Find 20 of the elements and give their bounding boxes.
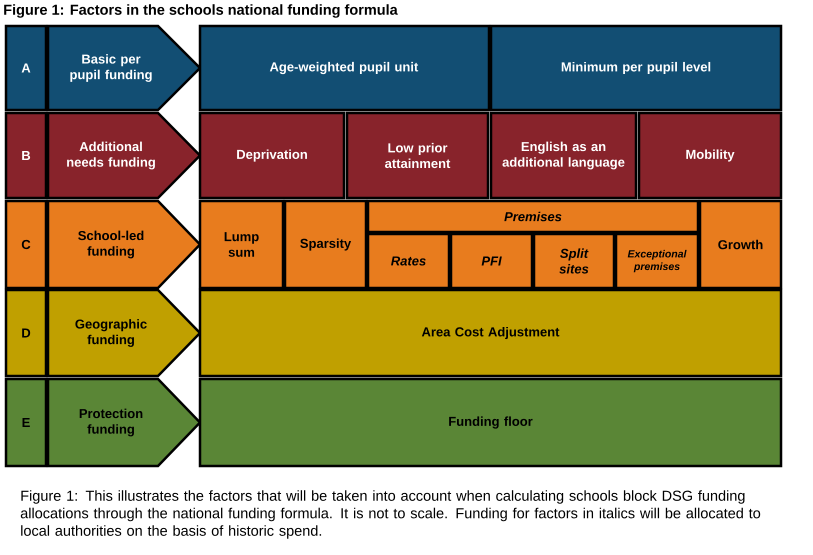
row-letter-box: E bbox=[4, 378, 48, 468]
factor-box: Split sites bbox=[532, 232, 616, 290]
row-letter-box: A bbox=[4, 24, 48, 112]
figure-caption: Figure 1: This illustrates the factors that will be taken into account when calculating schools block DSG funding allocations through the national funding formula. It is not to scale. Funding for factors in italics will be allocated to local authorities on the basis of historic spend. bbox=[20, 490, 760, 539]
factor-box: Growth bbox=[698, 200, 782, 290]
row-letter-box: C bbox=[4, 200, 48, 290]
factor-box: Exceptional premises bbox=[614, 232, 700, 290]
factor-box: Rates bbox=[366, 232, 450, 290]
row-letter-box: D bbox=[4, 288, 48, 378]
factor-box: Minimum per pupil level bbox=[490, 24, 782, 112]
factor-box: English as an additional language bbox=[490, 112, 638, 200]
factor-box: Sparsity bbox=[284, 200, 368, 290]
factor-box: Deprivation bbox=[198, 112, 346, 200]
figure-title: Figure 1: Factors in the schools national funding formula bbox=[4, 4, 398, 18]
row-letter-box: B bbox=[4, 112, 48, 200]
factor-box: Lump sum bbox=[198, 200, 284, 290]
factor-box: Mobility bbox=[638, 112, 782, 200]
factor-box: PFI bbox=[450, 232, 534, 290]
factor-box: Age-weighted pupil unit bbox=[198, 24, 490, 112]
factor-box: Low prior attainment bbox=[346, 112, 490, 200]
